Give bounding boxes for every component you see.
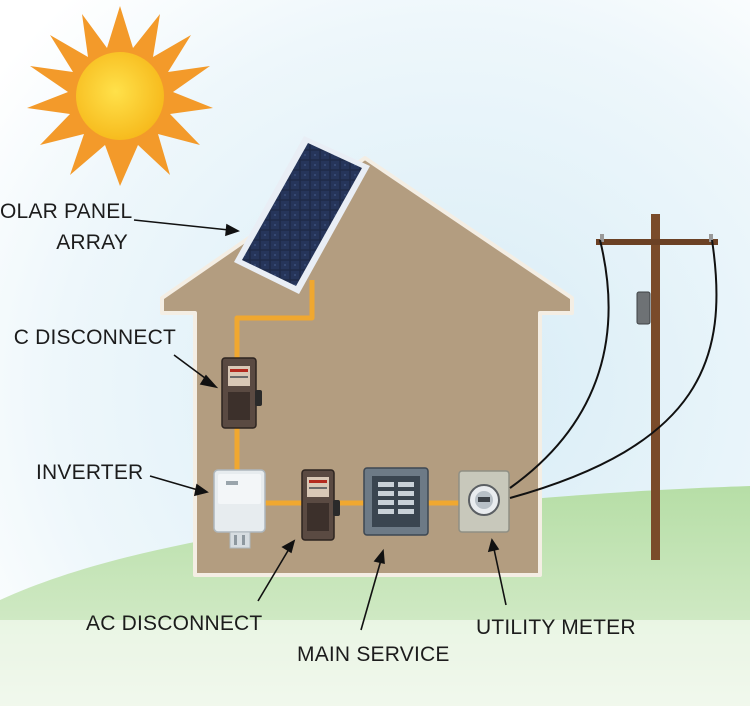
sun-icon bbox=[27, 6, 213, 186]
dc-disconnect-switch-icon bbox=[221, 357, 262, 429]
label-pointers bbox=[133, 219, 507, 631]
inverter-label: INVERTER bbox=[36, 461, 144, 484]
solar-panel-icon bbox=[234, 136, 370, 294]
solar-panel-label: OLAR PANEL bbox=[0, 200, 133, 223]
inverter-icon bbox=[213, 469, 266, 549]
main-service-label: MAIN SERVICE bbox=[297, 643, 450, 666]
utility-meter-label: UTILITY METER bbox=[476, 616, 636, 639]
ac-disconnect-switch-icon bbox=[301, 469, 340, 541]
ac-disconnect-label: AC DISCONNECT bbox=[86, 612, 263, 635]
meter-icon bbox=[458, 470, 510, 533]
breaker-panel-icon bbox=[363, 467, 429, 536]
solar-panel-label-line2: ARRAY bbox=[56, 231, 128, 254]
ground-fade bbox=[0, 620, 750, 706]
dc-wiring bbox=[234, 280, 462, 506]
utility-pole-icon bbox=[596, 214, 718, 560]
service-drop-wires bbox=[509, 239, 718, 499]
dc-disconnect-label: C DISCONNECT bbox=[13, 326, 176, 349]
